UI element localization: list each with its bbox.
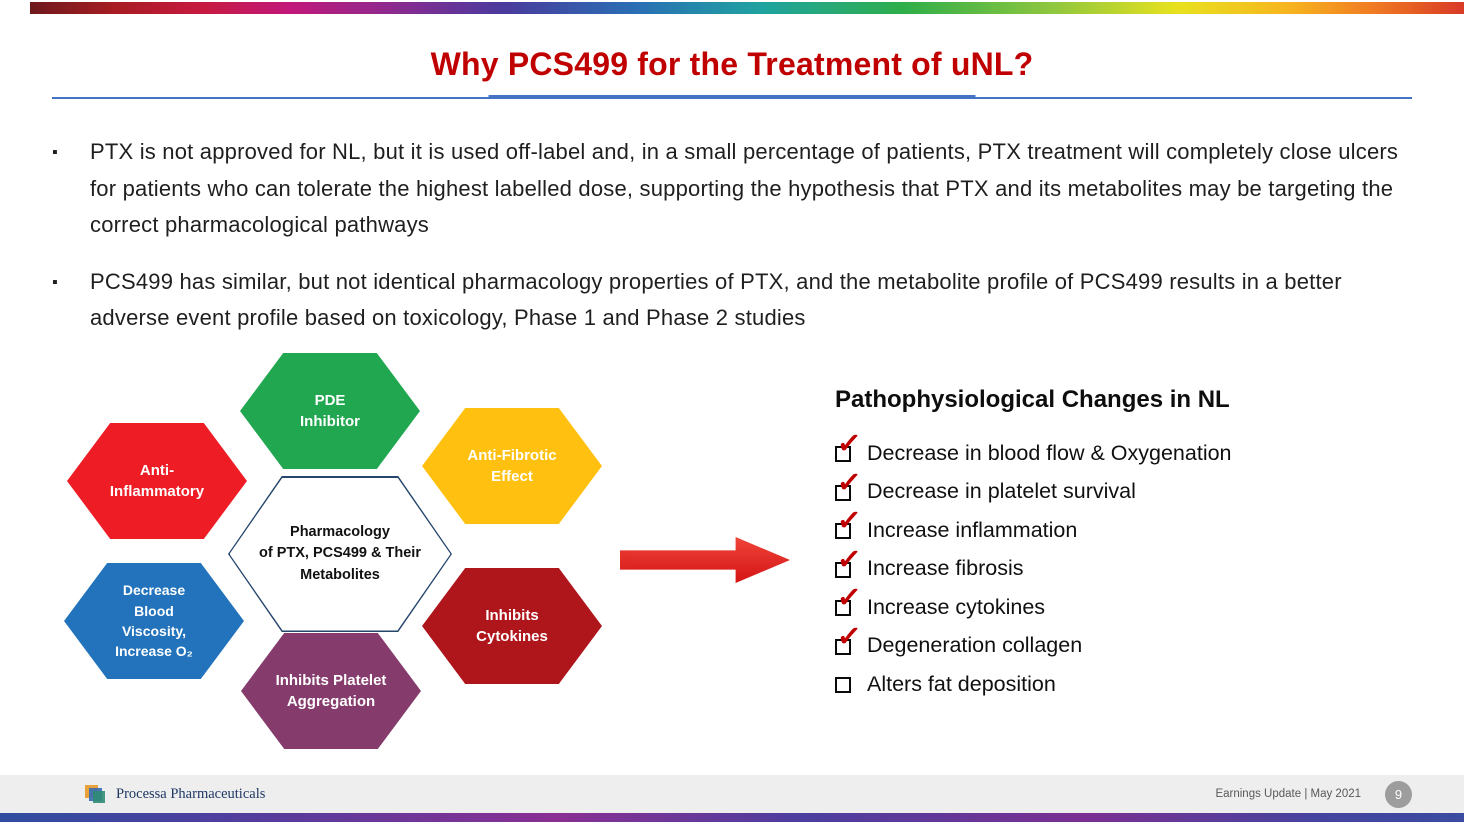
hexagon-label: Anti-Fibrotic Effect [467, 447, 557, 485]
red-checkmark-icon: ✓ [835, 619, 863, 654]
checklist-item: ✓ Increase cytokines [835, 581, 1395, 627]
hexagon-pde-inhibitor: PDE Inhibitor [240, 353, 420, 469]
checklist-item-label: Alters fat deposition [867, 671, 1056, 696]
hexagon-center-pharmacology: Pharmacology of PTX, PCS499 & Their Meta… [228, 476, 452, 632]
top-gradient-bar [30, 2, 1464, 14]
hexagon-label: Anti- Inflammatory [109, 462, 205, 500]
company-name: Processa Pharmaceuticals [116, 785, 266, 802]
bullet-list: PTX is not approved for NL, but it is us… [52, 134, 1416, 357]
hexagon-inhibits-cytokines: Inhibits Cytokines [422, 568, 602, 684]
page-number-badge: 9 [1385, 780, 1412, 808]
checklist-item-label: Decrease in platelet survival [867, 479, 1136, 504]
panel-heading: Pathophysiological Changes in NL [835, 386, 1230, 413]
footer-note: Earnings Update | May 2021 [1215, 788, 1361, 800]
hexagon-center-inner: Pharmacology of PTX, PCS499 & Their Meta… [229, 477, 451, 631]
title-underline-center-segment [488, 95, 976, 98]
checklist-item: ✓ Degeneration collagen [835, 620, 1395, 666]
checklist-item: ✓ Decrease in platelet survival [835, 466, 1395, 512]
checklist-item: ✓ Decrease in blood flow & Oxygenation [835, 427, 1395, 473]
checklist-item-label: Degeneration collagen [867, 633, 1083, 658]
right-arrow-icon [620, 537, 790, 583]
footer-right: Earnings Update | May 2021 9 [1215, 780, 1412, 808]
bullet-item: PCS499 has similar, but not identical ph… [52, 264, 1416, 337]
red-checkmark-icon: ✓ [835, 581, 863, 616]
red-checkmark-icon: ✓ [835, 504, 863, 539]
hexagon-label: PDE Inhibitor [300, 392, 360, 430]
company-logo-icon [85, 784, 108, 805]
pathophysiology-panel: Pathophysiological Changes in NL ✓ Decre… [835, 386, 1395, 704]
checklist-item: ✓ Increase inflammation [835, 504, 1395, 550]
checkbox-icon: ✓ [835, 581, 862, 617]
checkbox-icon: ✓ [835, 677, 851, 694]
bullet-text: PTX is not approved for NL, but it is us… [90, 139, 1399, 237]
checklist-item-label: Decrease in blood flow & Oxygenation [867, 440, 1232, 465]
red-checkmark-icon: ✓ [835, 465, 863, 500]
checkbox-icon: ✓ [835, 466, 862, 501]
slide-footer: Processa Pharmaceuticals Earnings Update… [0, 775, 1464, 813]
logo-square-green [93, 790, 105, 803]
hexagon-blood-viscosity: Decrease Blood Viscosity, Increase O₂ [64, 563, 244, 679]
checklist-item: ✓ Increase fibrosis [835, 543, 1395, 589]
checklist-item: ✓ Alters fat deposition [835, 665, 1395, 704]
checkbox-icon: ✓ [835, 620, 862, 655]
hexagon-label: Decrease Blood Viscosity, Increase O₂ [115, 582, 193, 660]
checklist-item-label: Increase inflammation [867, 517, 1078, 542]
checkbox-icon: ✓ [835, 504, 862, 540]
pharmacology-hexagon-diagram: PDE Inhibitor Anti- Inflammatory Anti-Fi… [60, 350, 625, 762]
company-logo: Processa Pharmaceuticals [85, 784, 265, 805]
hexagon-label: Inhibits Platelet Aggregation [275, 672, 387, 710]
bullet-text: PCS499 has similar, but not identical ph… [90, 268, 1342, 331]
checklist-item-label: Increase fibrosis [867, 556, 1024, 581]
hexagon-center-label: Pharmacology of PTX, PCS499 & Their Meta… [259, 524, 421, 583]
bullet-item: PTX is not approved for NL, but it is us… [52, 134, 1416, 244]
hexagon-platelet-aggregation: Inhibits Platelet Aggregation [241, 633, 421, 749]
red-checkmark-icon: ✓ [835, 427, 863, 462]
red-checkmark-icon: ✓ [835, 542, 863, 577]
checklist-item-label: Increase cytokines [867, 594, 1046, 619]
hexagon-label: Inhibits Cytokines [476, 607, 548, 645]
page-title: Why PCS499 for the Treatment of uNL? [430, 46, 1034, 82]
hexagon-anti-inflammatory: Anti- Inflammatory [67, 423, 247, 539]
checkbox-icon: ✓ [835, 427, 862, 463]
checkbox-icon: ✓ [835, 543, 862, 578]
bottom-gradient-bar [0, 813, 1464, 822]
hexagon-anti-fibrotic: Anti-Fibrotic Effect [422, 408, 602, 524]
